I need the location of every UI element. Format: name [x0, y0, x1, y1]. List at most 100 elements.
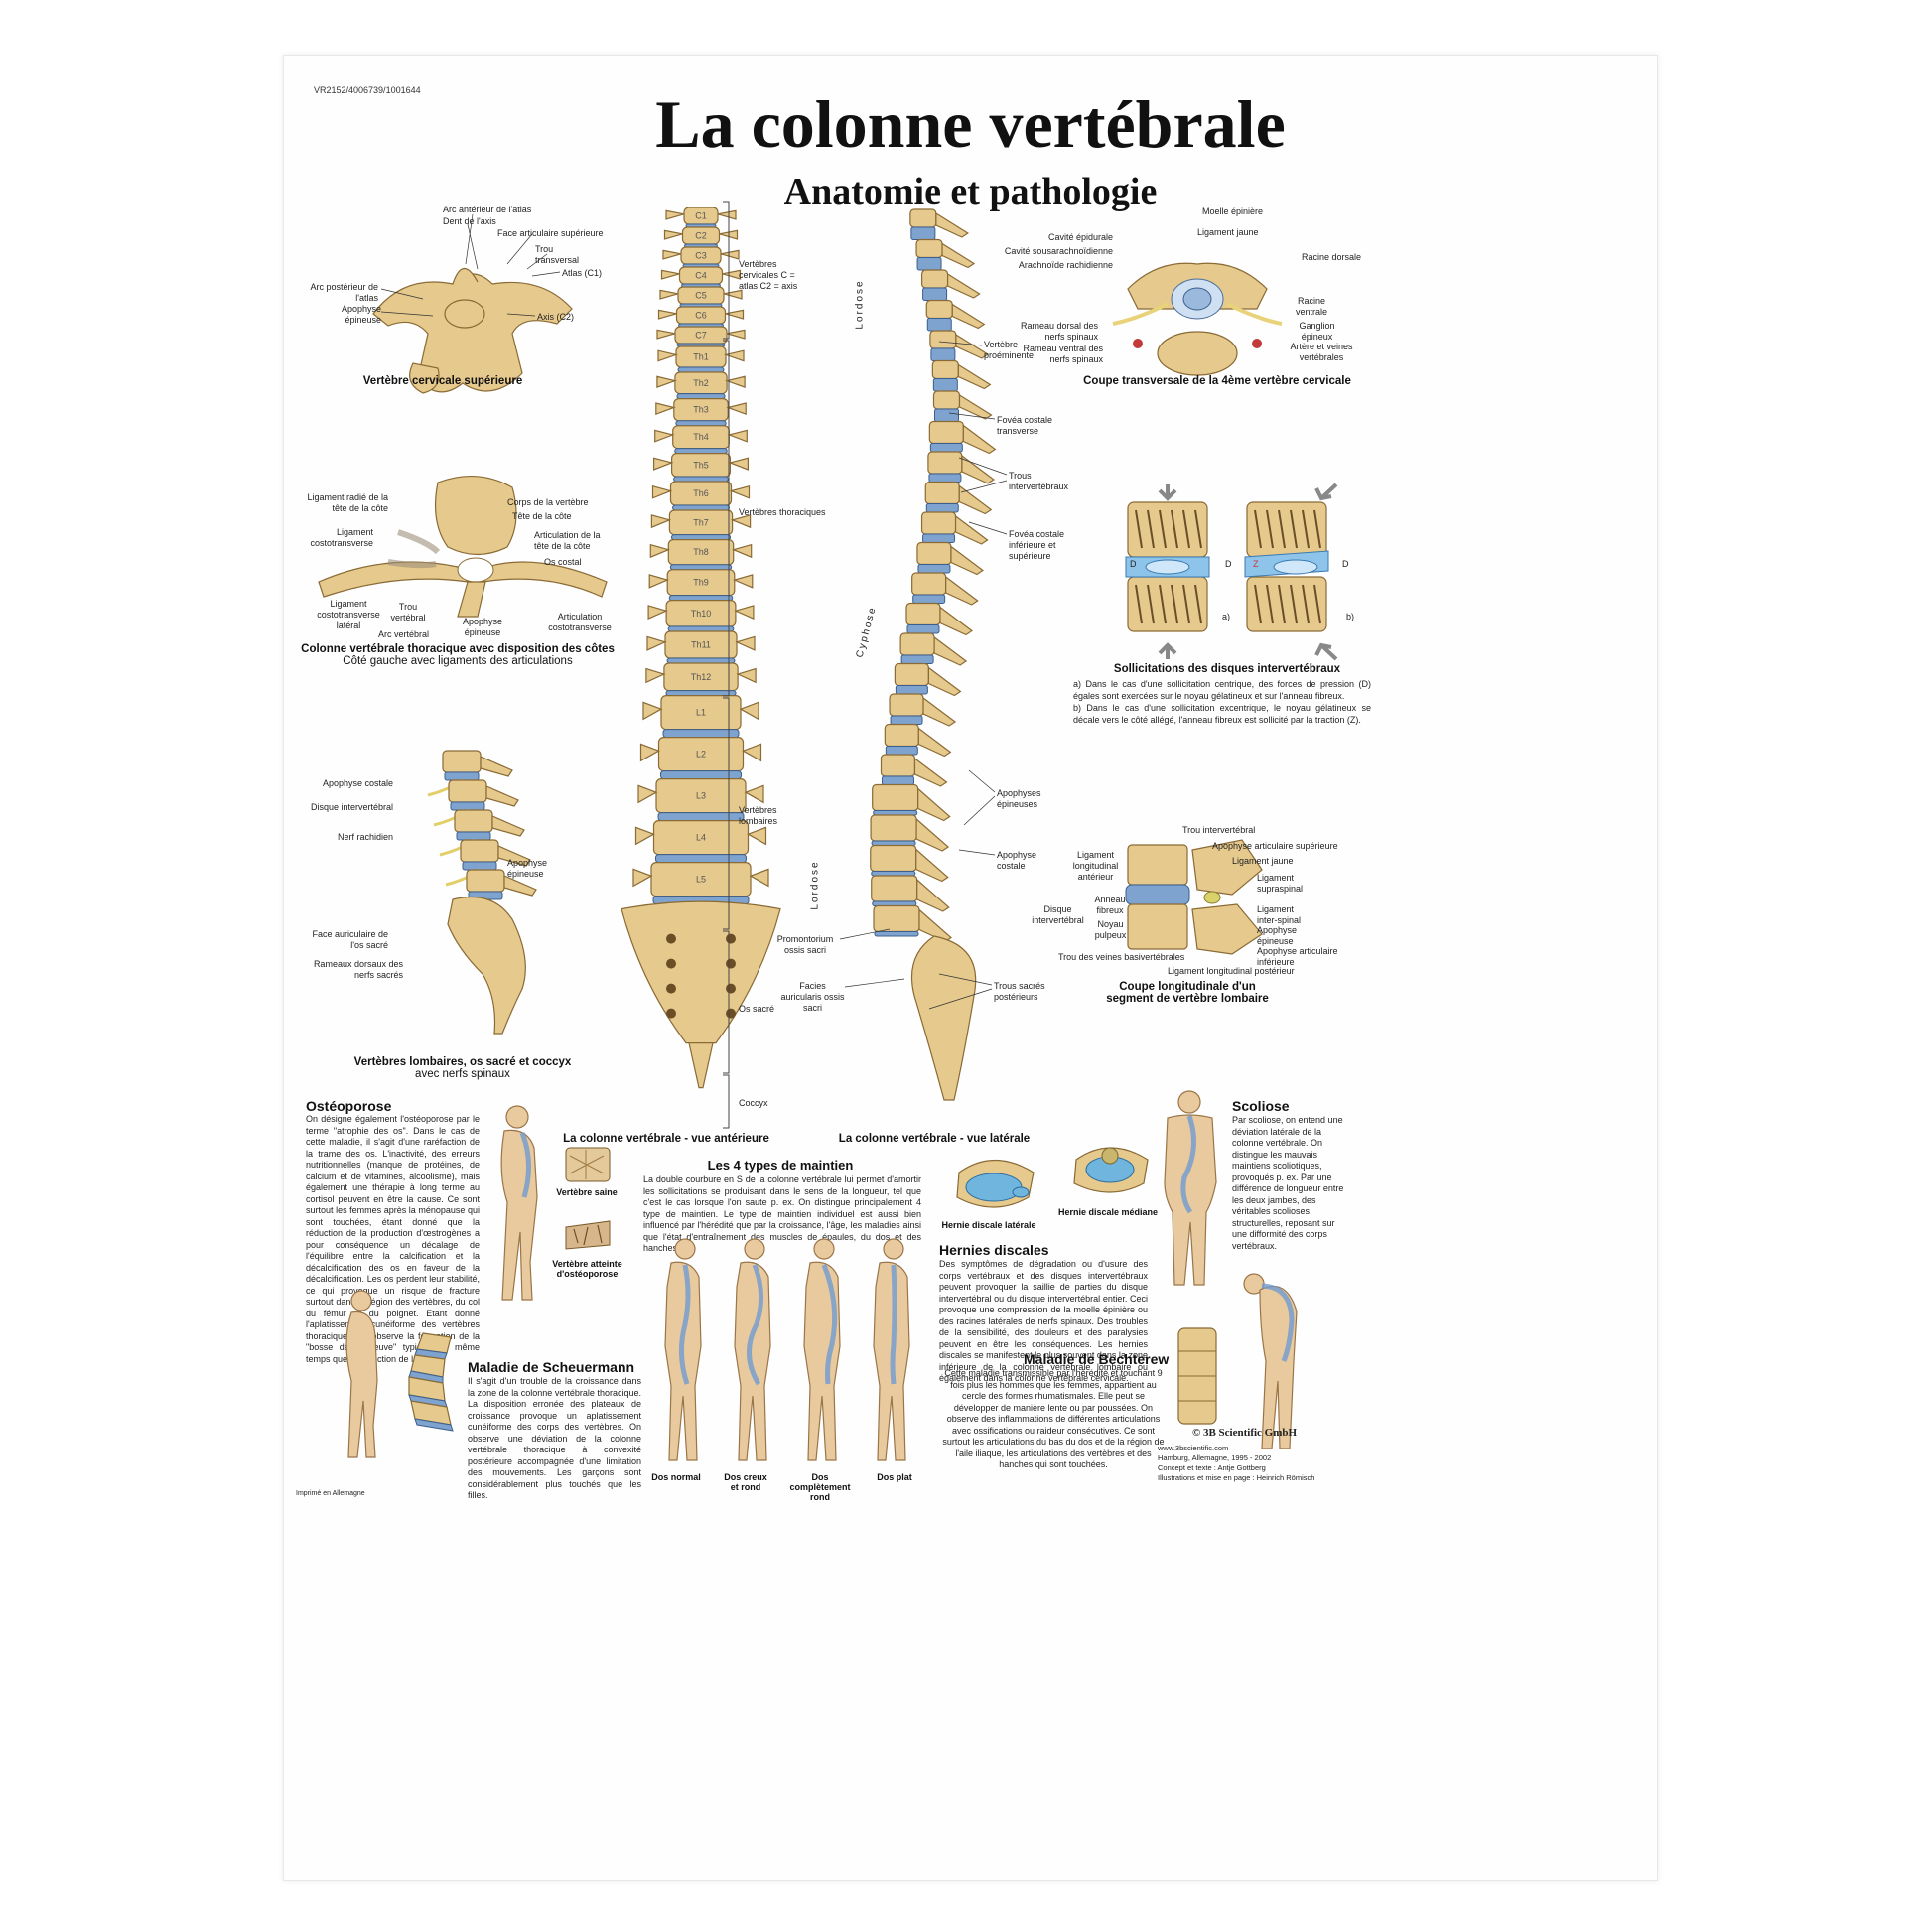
label-dent-axis: Dent de l'axis [443, 216, 496, 226]
postures-title: Les 4 types de maintien [707, 1158, 854, 1173]
vertebra-label-c2: C2 [695, 231, 707, 241]
footer-place: Hamburg, Allemagne, 1995 - 2002 [1158, 1453, 1272, 1462]
scoliose-figure [1164, 1090, 1217, 1286]
posture-label-normal: Dos normal [651, 1472, 701, 1482]
vertebra-th2: Th2 [656, 371, 746, 395]
label-apophyse-articulaire-inf: Apophyse articulaire inférieure [1257, 946, 1338, 967]
posture-figure [664, 1238, 702, 1461]
scheuermann-spine-detail [408, 1332, 454, 1432]
label-trous-sacres: Trous sacrés postérieurs [994, 981, 1045, 1002]
label-apophyse-epineuse-l: Apophyse épineuse [507, 858, 548, 879]
disc-mark-z: Z [1253, 559, 1259, 569]
vertebra-label-l2: L2 [696, 750, 706, 759]
lateral-vertebra [880, 754, 948, 787]
region-cervical: Vertèbres cervicales C = atlas C2 = axis [739, 259, 798, 291]
label-face-auriculaire: Face auriculaire de l'os sacré [312, 929, 388, 950]
label-apophyse-epineuse-th: Apophyse épineuse [462, 617, 503, 637]
vertebra-c4: C4 [660, 266, 742, 285]
label-apophyse-epineuse-c: Apophyse épineuse [341, 304, 381, 325]
poster: VR2152/4006739/1001644 La colonne vertéb… [283, 55, 1658, 1881]
vertebra-th8: Th8 [649, 539, 753, 566]
label-facies-auricularis: Facies auricularis ossis sacri [780, 981, 845, 1013]
label-fovea-inf-sup: Fovéa costale inférieure et supérieure [1009, 529, 1065, 561]
hernie-laterale-label: Hernie discale latérale [941, 1220, 1036, 1230]
label-ligament-long-ant: Ligament longitudinal antérieur [1072, 850, 1119, 882]
lumbar-caption-main: Vertèbres lombaires, os sacré et coccyx [353, 1056, 572, 1068]
label-apophyse-epineuse-ls: Apophyse épineuse [1257, 925, 1298, 946]
osteoporose-figure [500, 1105, 538, 1301]
disc-stress-unit [1244, 501, 1329, 632]
healthy-vertebra-image [565, 1147, 611, 1182]
cross-section-illustration [1112, 262, 1283, 376]
bechterew-title: Maladie de Bechterew [1024, 1351, 1170, 1367]
label-rameau-ventral: Rameau ventral des nerfs spinaux [1023, 344, 1103, 364]
lateral-caption: La colonne vertébrale - vue latérale [838, 1133, 1031, 1145]
label-racine-dorsale: Racine dorsale [1302, 252, 1362, 262]
discs-text-a: a) Dans le cas d'une sollicitation centr… [1073, 679, 1371, 701]
lumbar-caption-sub: avec nerfs spinaux [415, 1068, 510, 1080]
posture-figure [873, 1238, 910, 1461]
label-articulation-costotransverse: Articulation costotransverse [548, 612, 612, 632]
vertebra-th1: Th1 [657, 345, 745, 368]
label-arc-posterieur: Arc postérieur de l'atlas [310, 282, 378, 303]
vertebra-label-c4: C4 [695, 271, 707, 281]
label-ganglion: Ganglion épineux [1299, 321, 1335, 342]
label-ligament-supraspinal: Ligament supraspinal [1257, 873, 1304, 894]
label-apophyses-epineuses: Apophyses épineuses [997, 788, 1041, 809]
disc-stress-unit [1125, 501, 1210, 632]
bechterew-text: Cette maladie transmissible par l'hérédi… [942, 1368, 1165, 1469]
poster-subtitle: Anatomie et pathologie [783, 171, 1158, 212]
thoracic-vertebra-illustration [318, 475, 608, 618]
vertebra-label-th11: Th11 [691, 640, 711, 650]
scheuermann-title: Maladie de Scheuermann [468, 1359, 635, 1375]
posture-label-plat: Dos plat [877, 1472, 912, 1482]
sacrum [621, 900, 781, 1044]
spinous-process [485, 785, 519, 807]
lateral-vertebra [873, 904, 952, 943]
label-apophyse-costale-l: Apophyse costale [322, 778, 393, 788]
disc-mark-d1: D [1130, 559, 1137, 569]
sacral-foramen [666, 958, 676, 969]
vertebra-label-th9: Th9 [693, 578, 709, 588]
poster-title: La colonne vertébrale [655, 86, 1286, 162]
lateral-vertebra [899, 632, 968, 666]
footer-concept: Concept et texte : Antje Gottberg [1158, 1463, 1266, 1472]
thoracic-caption: Colonne vertébrale thoracique avec dispo… [294, 643, 621, 667]
arrow-down-icon [1158, 484, 1177, 501]
vertebra-label-th4: Th4 [693, 432, 709, 442]
label-ligament-jaune-cs: Ligament jaune [1197, 227, 1259, 237]
footer-printed: Imprimé en Allemagne [296, 1490, 365, 1497]
label-moelle-epiniere: Moelle épinière [1202, 207, 1264, 216]
vertebra-label-th12: Th12 [691, 672, 712, 682]
label-corps-vertebre: Corps de la vertèbre [507, 497, 589, 507]
vertebra-c7: C7 [656, 326, 746, 345]
label-apophyse-costale-lat: Apophyse costale [997, 850, 1037, 871]
lumbar-caption: Vertèbres lombaires, os sacré et coccyx … [314, 1056, 612, 1080]
label-cavite-sousarachnoidienne: Cavité sousarachnoïdienne [1004, 246, 1113, 256]
label-face-articulaire: Face articulaire supérieure [497, 228, 604, 238]
discs-text-b: b) Dans le cas d'une sollicitation excen… [1073, 703, 1371, 725]
lateral-sacrum [910, 935, 977, 1101]
label-promontorium: Promontorium ossis sacri [776, 934, 834, 955]
posture-label-rond: Dos complètement rond [789, 1472, 851, 1502]
label-tete-cote: Tête de la côte [512, 511, 572, 521]
vertebra-c1: C1 [665, 207, 737, 225]
vertebra-l4: L4 [634, 819, 767, 856]
label-disque-l: Disque intervertébral [310, 802, 393, 812]
disc-mark-a: a) [1222, 612, 1231, 621]
lateral-vertebra [932, 390, 993, 422]
label-arc-anterieur: Arc antérieur de l'atlas [443, 205, 532, 214]
posture-figure [734, 1238, 771, 1461]
hernie-mediane-label: Hernie discale médiane [1057, 1207, 1159, 1217]
vertebra-label-c7: C7 [695, 331, 707, 341]
arrow-diagonal-icon [1314, 483, 1338, 501]
spinous-process [503, 875, 537, 897]
vertebra-label-c1: C1 [695, 211, 707, 221]
vertebra-label-th2: Th2 [693, 378, 709, 388]
lateral-vertebra [909, 208, 969, 240]
footer-brand: © 3B Scientific GmbH [1192, 1427, 1298, 1439]
vertebra-label-th6: Th6 [693, 488, 709, 498]
disc-stress-illustration [1125, 483, 1338, 661]
osteoporose-title: Ostéoporose [306, 1098, 392, 1114]
footer-url[interactable]: www.3bscientific.com [1158, 1444, 1229, 1452]
